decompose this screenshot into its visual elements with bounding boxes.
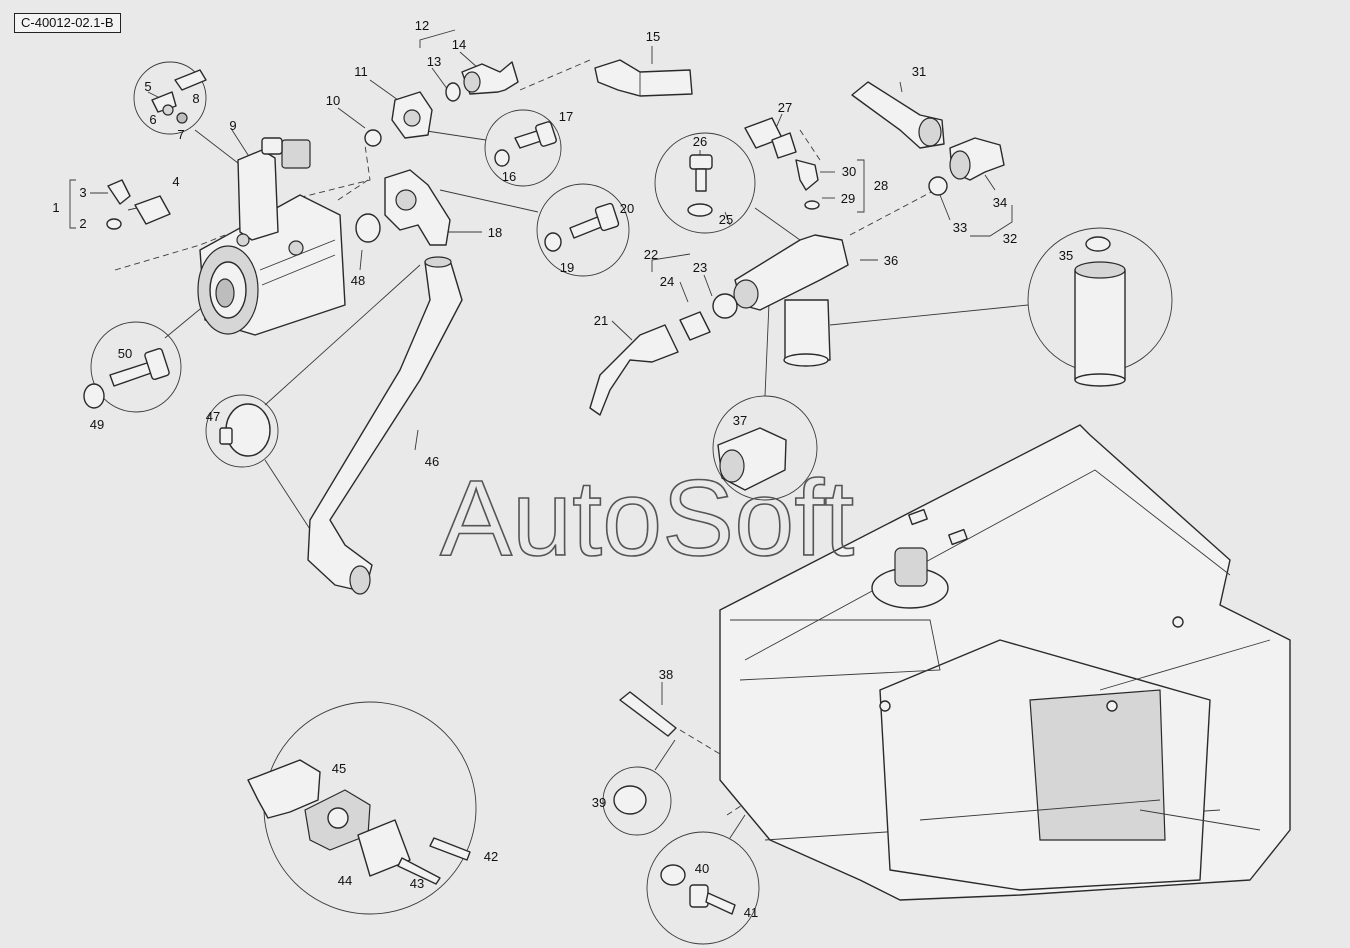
bolt-20	[544, 202, 620, 252]
callout-9: 9	[229, 118, 236, 133]
detail-circle-25-26	[654, 132, 756, 234]
hose-31	[851, 81, 945, 149]
fittings-1-8	[106, 69, 207, 230]
detail-circle-47	[205, 394, 279, 468]
callout-41: 41	[744, 905, 758, 920]
callout-6: 6	[149, 112, 156, 127]
elbow-flange-18	[355, 169, 451, 246]
callout-2: 2	[79, 216, 86, 231]
callout-14: 14	[452, 37, 466, 52]
detail-circle-40-41	[646, 831, 760, 945]
callout-24: 24	[660, 274, 674, 289]
callout-10: 10	[326, 93, 340, 108]
callout-21: 21	[594, 313, 608, 328]
callout-39: 39	[592, 795, 606, 810]
flange-11	[364, 91, 433, 147]
leader-lines	[69, 29, 1029, 839]
bolt-50	[83, 347, 170, 409]
callout-46: 46	[425, 454, 439, 469]
diagram-code-label: C-40012-02.1-B	[14, 13, 121, 33]
clamp-set-42-45	[247, 759, 471, 885]
callout-5: 5	[144, 79, 151, 94]
filter-housing-36	[733, 234, 849, 367]
hydraulic-pump	[197, 137, 346, 336]
callout-labels: 1 2 3 4 5 6 7 8 9 10 11 12 13 14 15 16 1…	[52, 18, 1073, 920]
callout-33: 33	[953, 220, 967, 235]
fittings-27-30	[744, 117, 820, 210]
callout-37: 37	[733, 413, 747, 428]
fitting-34	[928, 137, 1005, 196]
callout-48: 48	[351, 273, 365, 288]
callout-43: 43	[410, 876, 424, 891]
clamp-47	[219, 403, 271, 457]
callout-35: 35	[1059, 248, 1073, 263]
filter-element-35	[1074, 236, 1126, 387]
callout-20: 20	[620, 201, 634, 216]
callout-11: 11	[354, 64, 368, 79]
suction-pipe-46	[307, 256, 463, 595]
callout-34: 34	[993, 195, 1007, 210]
callout-13: 13	[427, 54, 441, 69]
callout-7: 7	[177, 127, 184, 142]
callout-8: 8	[192, 91, 199, 106]
callout-44: 44	[338, 873, 352, 888]
fitting-13-14	[445, 61, 519, 102]
callout-4: 4	[172, 174, 179, 189]
watermark: AutoSoft	[440, 457, 854, 578]
hydraulic-tank	[719, 424, 1291, 901]
callout-15: 15	[646, 29, 660, 44]
callout-31: 31	[912, 64, 926, 79]
hose-15	[594, 59, 693, 97]
tube-38	[613, 691, 677, 815]
callout-29: 29	[841, 191, 855, 206]
callout-17: 17	[559, 109, 573, 124]
bolt-41	[660, 864, 736, 915]
callout-18: 18	[488, 225, 502, 240]
callout-26: 26	[693, 134, 707, 149]
callout-19: 19	[560, 260, 574, 275]
callout-42: 42	[484, 849, 498, 864]
callout-49: 49	[90, 417, 104, 432]
callout-16: 16	[502, 169, 516, 184]
callout-3: 3	[79, 185, 86, 200]
callout-22: 22	[644, 247, 658, 262]
callout-32: 32	[1003, 231, 1017, 246]
detail-circle-16-17	[484, 109, 562, 187]
callout-23: 23	[693, 260, 707, 275]
adapter-37	[717, 427, 787, 491]
detail-circle-39	[602, 766, 672, 836]
callout-40: 40	[695, 861, 709, 876]
fittings-21-24	[589, 293, 738, 416]
detail-circle-19-20	[536, 183, 630, 277]
detail-circle-49-50	[90, 321, 182, 413]
bolt-26	[687, 154, 713, 217]
callout-1: 1	[52, 200, 59, 215]
callout-47: 47	[206, 409, 220, 424]
callout-30: 30	[842, 164, 856, 179]
callout-12: 12	[415, 18, 429, 33]
callout-36: 36	[884, 253, 898, 268]
detail-circle-5-8	[133, 61, 207, 135]
callout-28: 28	[874, 178, 888, 193]
callout-38: 38	[659, 667, 673, 682]
callout-45: 45	[332, 761, 346, 776]
callout-25: 25	[719, 212, 733, 227]
callout-50: 50	[118, 346, 132, 361]
callout-27: 27	[778, 100, 792, 115]
bolt-17	[494, 121, 557, 167]
